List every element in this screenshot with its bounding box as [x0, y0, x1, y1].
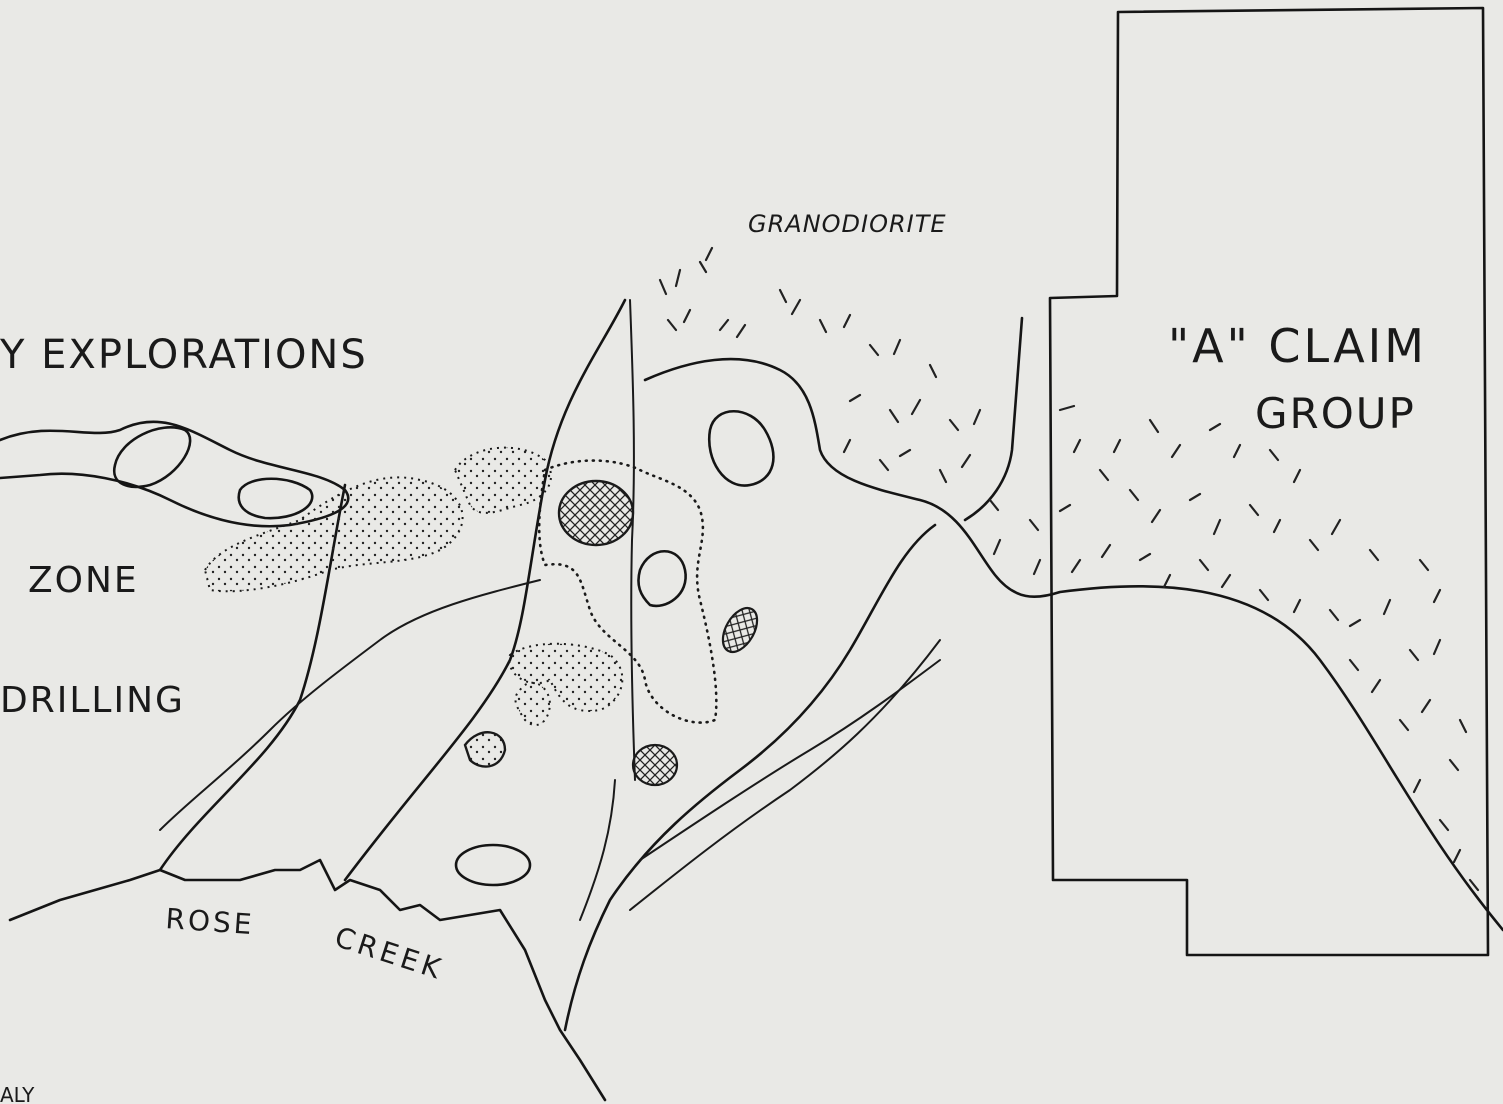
contact-line-north: [963, 316, 1024, 522]
fault-line-3: [563, 523, 937, 1032]
crosshatch-body-2: [631, 743, 679, 787]
outlined-body-1: [112, 426, 192, 489]
stippled-body-north: [453, 446, 552, 514]
claim-group-label-line2: GROUP: [1255, 389, 1416, 438]
outlined-body-2: [237, 477, 314, 520]
claim-group-boundary: [1048, 6, 1490, 957]
outlined-body-large: [707, 409, 775, 487]
rose-label: ROSE: [165, 902, 256, 941]
stippled-body-small: [463, 731, 507, 768]
zone-label: ZONE: [28, 560, 139, 601]
outlined-body-south: [454, 843, 532, 887]
granodiorite-texture: [658, 246, 1480, 892]
stippled-zone-3: [514, 681, 552, 726]
fault-line-1: [343, 298, 627, 882]
outlined-body-mid: [637, 549, 687, 608]
corner-fragment-label: ALY: [0, 1083, 35, 1104]
creek-label: CREEK: [331, 920, 448, 986]
dotted-anomaly-outline: [537, 459, 718, 724]
rose-creek-channel: [8, 858, 607, 1102]
hatched-oval: [721, 606, 759, 654]
shear-zones: [159, 299, 941, 921]
explorations-title: Y EXPLORATIONS: [0, 332, 368, 378]
crosshatch-body-1: [557, 479, 635, 547]
granodiorite-label: GRANODIORITE: [748, 210, 947, 238]
stippled-zone-2: [508, 642, 624, 712]
zone-outline-west: [0, 420, 350, 528]
claim-group-label-line1: "A" CLAIM: [1168, 319, 1427, 373]
granodiorite-contact: [643, 357, 1503, 932]
stippled-zone-1: [203, 476, 464, 593]
drilling-label: DRILLING: [0, 680, 185, 721]
